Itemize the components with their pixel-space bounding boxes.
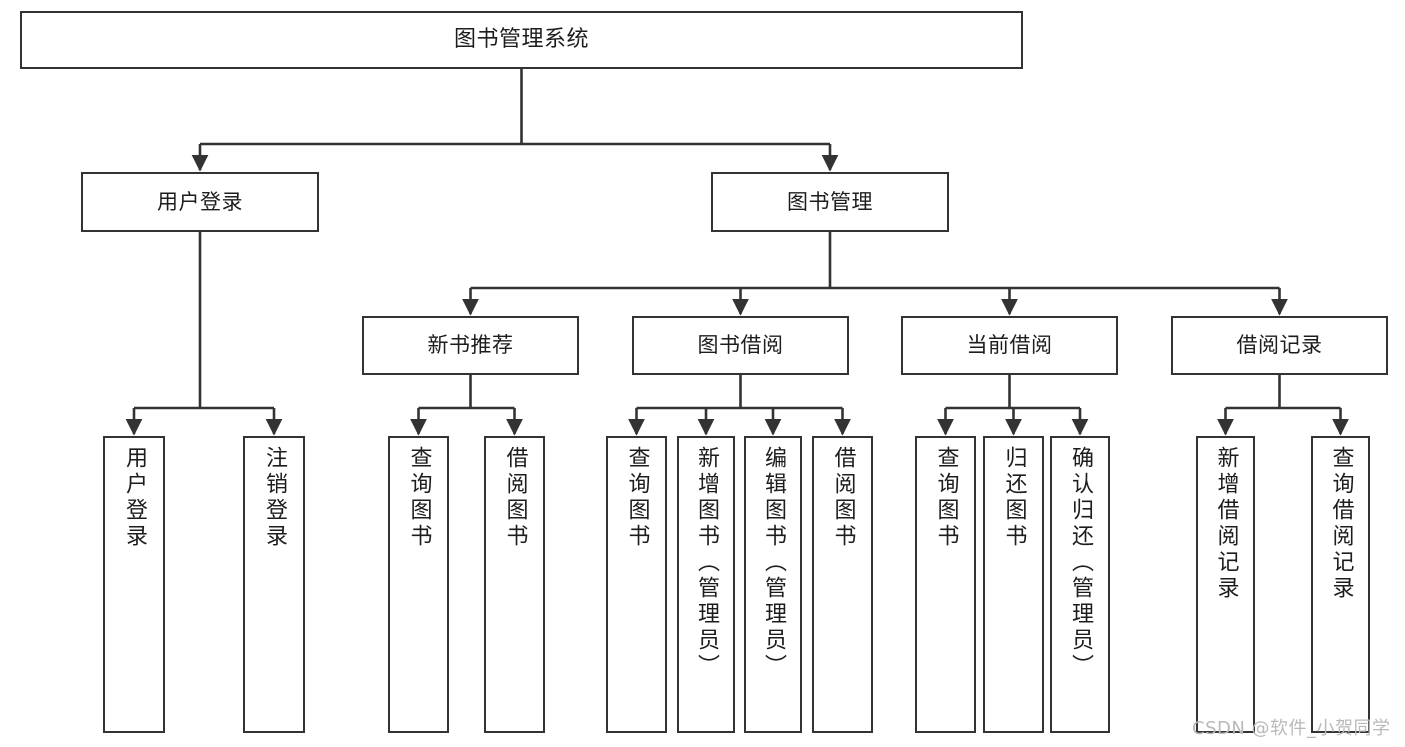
- node-leaf-user-logout-label: 注销登录: [262, 446, 287, 550]
- node-user-login[interactable]: 用户登录: [81, 172, 319, 232]
- node-leaf-user-login[interactable]: 用户登录: [103, 436, 165, 733]
- node-leaf-cur-return-book[interactable]: 归还图书: [983, 436, 1044, 733]
- csdn-watermark: CSDN @软件_小贺同学: [1192, 718, 1391, 739]
- node-leaf-bor-borrow-book[interactable]: 借阅图书: [812, 436, 873, 733]
- node-current-borrow-label: 当前借阅: [966, 333, 1053, 358]
- node-book-manage[interactable]: 图书管理: [711, 172, 949, 232]
- node-leaf-bor-query-book[interactable]: 查询图书: [606, 436, 667, 733]
- node-root-label: 图书管理系统: [453, 27, 589, 53]
- node-user-login-label: 用户登录: [157, 189, 243, 214]
- node-leaf-cur-confirm[interactable]: 确认归还（管理员）: [1050, 436, 1110, 733]
- node-leaf-rec-query-book-label: 查询图书: [406, 446, 432, 550]
- node-leaf-user-logout[interactable]: 注销登录: [243, 436, 305, 733]
- node-leaf-rec-add-record[interactable]: 新增借阅记录: [1196, 436, 1255, 733]
- node-leaf-cur-return-book-label: 归还图书: [1001, 446, 1027, 550]
- node-leaf-cur-query-book-label: 查询图书: [933, 446, 959, 550]
- node-leaf-bor-add-book-label: 新增图书（管理员）: [694, 446, 719, 680]
- node-leaf-rec-add-record-label: 新增借阅记录: [1213, 446, 1239, 602]
- node-leaf-rec-borrow-book[interactable]: 借阅图书: [484, 436, 545, 733]
- node-book-borrow-label: 图书借阅: [697, 333, 784, 358]
- node-book-manage-label: 图书管理: [787, 189, 873, 214]
- node-current-borrow[interactable]: 当前借阅: [901, 316, 1118, 375]
- node-book-borrow[interactable]: 图书借阅: [632, 316, 849, 375]
- node-leaf-bor-query-book-label: 查询图书: [624, 446, 650, 550]
- node-new-book-rec-label: 新书推荐: [427, 333, 514, 358]
- node-root[interactable]: 图书管理系统: [20, 11, 1023, 69]
- node-leaf-rec-query-record[interactable]: 查询借阅记录: [1311, 436, 1370, 733]
- node-leaf-cur-confirm-label: 确认归还（管理员）: [1068, 446, 1093, 680]
- node-new-book-rec[interactable]: 新书推荐: [362, 316, 579, 375]
- node-leaf-rec-query-book[interactable]: 查询图书: [388, 436, 449, 733]
- node-leaf-rec-borrow-book-label: 借阅图书: [502, 446, 528, 550]
- node-leaf-bor-add-book[interactable]: 新增图书（管理员）: [677, 436, 735, 733]
- node-leaf-cur-query-book[interactable]: 查询图书: [915, 436, 976, 733]
- node-borrow-record-label: 借阅记录: [1236, 333, 1323, 358]
- node-leaf-user-login-label: 用户登录: [122, 446, 147, 550]
- node-leaf-bor-edit-book[interactable]: 编辑图书（管理员）: [744, 436, 802, 733]
- node-leaf-bor-edit-book-label: 编辑图书（管理员）: [761, 446, 786, 680]
- node-borrow-record[interactable]: 借阅记录: [1171, 316, 1388, 375]
- node-leaf-bor-borrow-book-label: 借阅图书: [830, 446, 856, 550]
- node-leaf-rec-query-record-label: 查询借阅记录: [1328, 446, 1354, 602]
